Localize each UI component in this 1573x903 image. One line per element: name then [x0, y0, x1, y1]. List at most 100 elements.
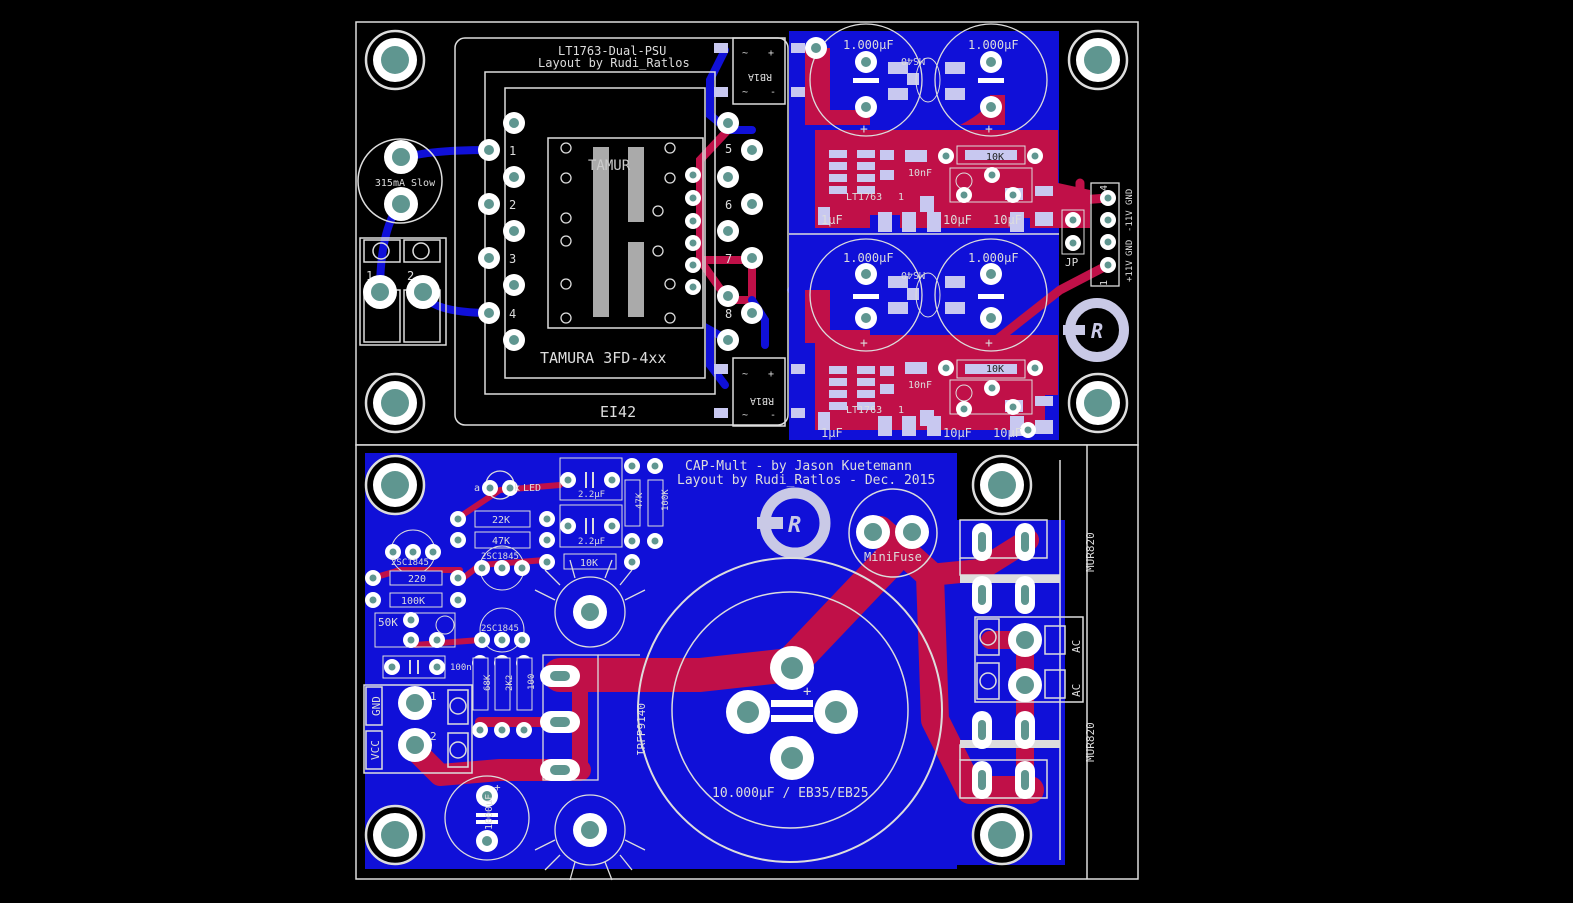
led-label: LED — [523, 483, 541, 494]
psu-author: Layout by Rudi_Ratlos — [538, 56, 690, 70]
svg-text:47K: 47K — [492, 536, 510, 547]
svg-text:+11V: +11V — [1125, 260, 1135, 282]
svg-text:4: 4 — [509, 307, 516, 321]
mounting-hole-icon — [364, 29, 426, 91]
mounting-hole-icon — [1067, 372, 1129, 434]
svg-text:-11V: -11V — [1125, 210, 1135, 232]
mounting-hole-icon — [364, 454, 426, 516]
resistor-22k: 22K — [450, 510, 555, 528]
ac-label: AC — [1070, 684, 1083, 697]
cap-1uf-label: 1µF — [821, 426, 843, 440]
cap-1uf-label: 1µF — [821, 213, 843, 227]
capmult-author: Layout by Rudi_Ratlos - Dec. 2015 — [677, 473, 935, 488]
svg-text:50K: 50K — [378, 616, 398, 629]
svg-text:~: ~ — [742, 369, 748, 380]
reg-pin-label: 1 — [898, 405, 904, 416]
psu-fuse: 315mA Slow — [357, 138, 443, 224]
cap-value-label: 1.000µF — [968, 251, 1019, 265]
svg-text:+: + — [860, 122, 868, 137]
lower-regulator-section: 1.000µF 1.000µF MS40 + + — [809, 238, 1053, 440]
led-cathode-label: k — [514, 483, 520, 494]
svg-text:GND: GND — [1125, 240, 1135, 256]
vcc-label: VCC — [369, 740, 382, 760]
capmult-title: CAP-Mult - by Jason Kuetemann — [685, 459, 912, 474]
mounting-hole-icon — [364, 804, 426, 866]
cap-10uf-label: 10µF — [943, 426, 972, 440]
diode-label: MS40 — [901, 269, 925, 280]
svg-text:2.2µF: 2.2µF — [578, 490, 605, 500]
psu-board: 315mA Slow 1 2 — [355, 21, 1139, 446]
svg-text:68K: 68K — [483, 674, 493, 691]
svg-text:100K: 100K — [661, 489, 671, 511]
core-label: EI42 — [600, 403, 636, 421]
cap-2u2-upper: 2.2µF — [559, 457, 623, 501]
power-terminal-pad — [398, 686, 432, 720]
psu-input-terminal: 1 2 — [359, 237, 447, 346]
resistor-label: 10K — [986, 364, 1004, 375]
ac-terminal — [974, 616, 1084, 703]
svg-text:1: 1 — [509, 144, 516, 158]
transistor-mid: 2SC1845 — [474, 545, 530, 591]
mosfet-pad — [540, 665, 580, 687]
svg-text:100nF: 100nF — [450, 663, 477, 673]
resistor-2k2: 2K2 — [494, 655, 515, 738]
svg-text:100K: 100K — [401, 596, 425, 607]
psu-title: LT1763-Dual-PSU — [558, 44, 666, 58]
output-connector: +11V GND -11V GND 1 4 JP — [1061, 182, 1135, 287]
transformer-core — [593, 147, 644, 317]
jumper-label: JP — [1065, 256, 1079, 269]
regulator-label: LT1763 — [846, 405, 882, 416]
mur820-lower: MUR820 — [959, 711, 1097, 799]
svg-text:+: + — [803, 684, 811, 700]
cap-value-label: 1.000µF — [843, 251, 894, 265]
svg-text:-: - — [770, 410, 776, 421]
resistor-label: 10K — [986, 152, 1004, 163]
mini-fuse: MiniFuse — [848, 488, 938, 578]
psu-fuse-label: 315mA Slow — [375, 178, 436, 189]
svg-text:22K: 22K — [492, 515, 510, 526]
rectifier-upper-label: RB1A — [748, 71, 772, 82]
reg-pin-label: 1 — [898, 192, 904, 203]
mini-fuse-label: MiniFuse — [864, 550, 922, 564]
transformer-footprint — [454, 37, 789, 426]
resistor-10k: 10K — [539, 553, 640, 570]
svg-text:2SC1845: 2SC1845 — [481, 624, 519, 634]
svg-text:GND: GND — [1125, 189, 1135, 205]
mosfet-pad — [540, 759, 580, 781]
svg-text:2SC1845: 2SC1845 — [391, 558, 429, 568]
cap-2u2-lower: 2.2µF — [559, 504, 623, 548]
main-capacitor: + 10.000µF / EB35/EB25 — [637, 557, 943, 863]
svg-text:+: + — [985, 336, 993, 351]
svg-text:-: - — [770, 87, 776, 98]
svg-text:+: + — [985, 122, 993, 137]
potentiometer-50k: 50K — [374, 612, 456, 648]
mur820-upper: MUR820 — [959, 519, 1097, 614]
mounting-hole-icon — [971, 804, 1033, 866]
logo-icon: R — [1063, 298, 1129, 362]
cap-10nf-label: 10nF — [908, 380, 932, 391]
cap-1000uf: + 1000µF — [444, 775, 530, 861]
gnd-label: GND — [370, 696, 383, 716]
main-cap-label: 10.000µF / EB35/EB25 — [712, 786, 869, 801]
svg-text:+: + — [860, 336, 868, 351]
svg-text:~: ~ — [742, 87, 748, 98]
led-anode-label: a — [474, 483, 480, 494]
cap-1000uf-label: 1000µF — [484, 794, 495, 830]
logo-letter: R — [788, 513, 801, 538]
svg-text:2K2: 2K2 — [505, 675, 515, 691]
transformer-partial-label: TAMUR — [588, 158, 631, 174]
upper-regulator-section: 1.000µF 1.000µF MS40 + + — [805, 23, 1053, 232]
capmult-board: CAP-Mult - by Jason Kuetemann Layout by … — [355, 444, 1139, 881]
svg-text:8: 8 — [725, 307, 732, 321]
terminal-pin-1-label: 1 — [366, 269, 373, 283]
svg-text:2: 2 — [509, 198, 516, 212]
terminal-pin-2-label: 2 — [407, 269, 414, 283]
ac-terminal-pad — [1008, 668, 1042, 702]
ac-terminal-pad — [1008, 623, 1042, 657]
output-connector-labels: +11V GND -11V GND — [1125, 189, 1135, 282]
svg-text:1: 1 — [430, 690, 437, 703]
cap-value-label: 1.000µF — [843, 38, 894, 52]
cap-10uf-label: 10µF — [993, 213, 1022, 227]
power-terminal — [363, 684, 473, 774]
